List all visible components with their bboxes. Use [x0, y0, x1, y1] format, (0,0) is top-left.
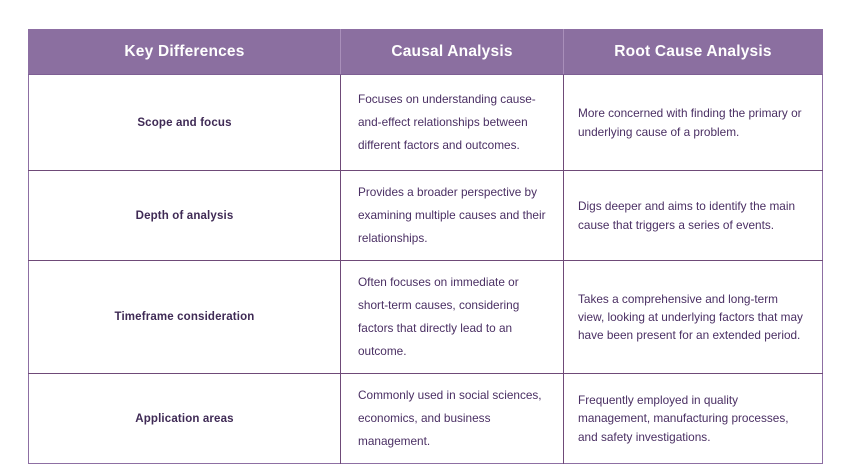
table-row: Scope and focus Focuses on understanding… — [28, 74, 823, 171]
row-causal-scope-and-focus: Focuses on understanding cause-and-effec… — [340, 74, 564, 171]
column-header-causal-analysis: Causal Analysis — [340, 29, 564, 75]
row-causal-depth-of-analysis: Provides a broader perspective by examin… — [340, 170, 564, 261]
table-head: Key Differences Causal Analysis Root Cau… — [28, 29, 823, 75]
row-key-timeframe-consideration: Timeframe consideration — [28, 260, 341, 374]
row-key-application-areas: Application areas — [28, 373, 341, 464]
row-rootcause-timeframe-consideration: Takes a comprehensive and long-term view… — [563, 260, 823, 374]
comparison-table-container: Key Differences Causal Analysis Root Cau… — [28, 29, 823, 464]
table-body: Scope and focus Focuses on understanding… — [28, 74, 823, 464]
row-key-depth-of-analysis: Depth of analysis — [28, 170, 341, 261]
table-row: Depth of analysis Provides a broader per… — [28, 170, 823, 261]
column-header-key-differences: Key Differences — [28, 29, 341, 75]
row-key-scope-and-focus: Scope and focus — [28, 74, 341, 171]
row-causal-application-areas: Commonly used in social sciences, econom… — [340, 373, 564, 464]
table-header-row: Key Differences Causal Analysis Root Cau… — [28, 29, 823, 75]
comparison-table: Key Differences Causal Analysis Root Cau… — [28, 29, 823, 464]
row-rootcause-application-areas: Frequently employed in quality managemen… — [563, 373, 823, 464]
row-rootcause-depth-of-analysis: Digs deeper and aims to identify the mai… — [563, 170, 823, 261]
table-row: Timeframe consideration Often focuses on… — [28, 260, 823, 374]
table-row: Application areas Commonly used in socia… — [28, 373, 823, 464]
row-rootcause-scope-and-focus: More concerned with finding the primary … — [578, 106, 802, 139]
row-causal-timeframe-consideration: Often focuses on immediate or short-term… — [340, 260, 564, 374]
column-header-root-cause-analysis: Root Cause Analysis — [563, 29, 823, 75]
